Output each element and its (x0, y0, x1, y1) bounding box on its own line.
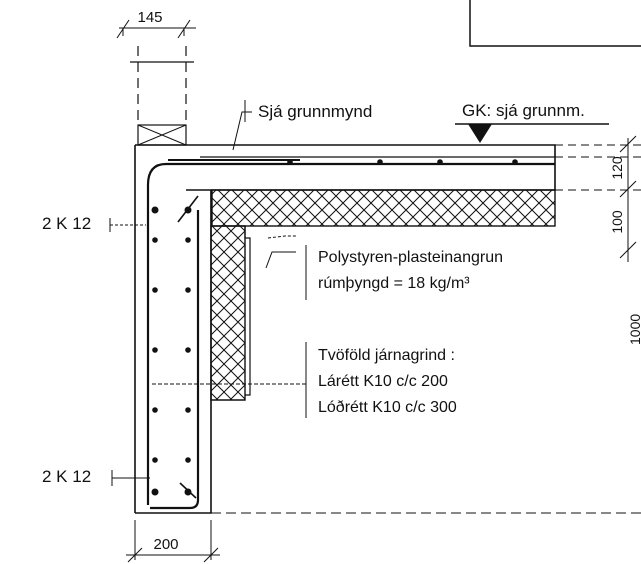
window-frame-outline (469, 0, 641, 47)
reinforcement (146, 159, 555, 510)
rebar-top-label: 2 K 12 (42, 214, 91, 233)
dim-slab-top: 120 (609, 156, 625, 180)
callout-rebar-top: 2 K 12 (42, 214, 146, 233)
wall-insulation (210, 225, 246, 401)
see-plan-label: Sjá grunnmynd (258, 102, 372, 121)
dimension-top: 145 (116, 9, 196, 39)
dim-slab-bottom: 100 (609, 210, 625, 234)
concrete-wall (135, 190, 212, 514)
callout-rebar-bottom: 2 K 12 (42, 467, 150, 486)
callout-mesh: Tvöföld járnagrind : Lárétt K10 c/c 200 … (152, 342, 457, 418)
dim-top-label: 145 (137, 9, 162, 26)
gk-marker: GK: sjá grunnm. (455, 101, 609, 143)
insulation-line-1: Polystyren-plasteinangrun (318, 249, 503, 266)
upper-wall (130, 46, 194, 146)
insulation-step (244, 226, 251, 396)
callout-see-plan: Sjá grunnmynd (232, 100, 372, 151)
gk-label: GK: sjá grunnm. (462, 101, 585, 120)
insulation-line-2: rúmþyngd = 18 kg/m³ (318, 275, 470, 292)
callout-insulation: Polystyren-plasteinangrun rúmþyngd = 18 … (265, 235, 503, 300)
mesh-line-3: Lóðrétt K10 c/c 300 (318, 399, 457, 416)
dim-right-partial: 1000 (627, 314, 641, 345)
slab-insulation (211, 189, 556, 227)
mesh-line-1: Tvöföld járnagrind : (318, 347, 455, 364)
dim-bottom-label: 200 (153, 536, 178, 553)
dimension-right: 120 100 1000 (609, 135, 641, 345)
rebar-bottom-label: 2 K 12 (42, 467, 91, 486)
dimension-bottom: 200 (126, 520, 220, 563)
mesh-line-2: Lárétt K10 c/c 200 (318, 373, 448, 390)
